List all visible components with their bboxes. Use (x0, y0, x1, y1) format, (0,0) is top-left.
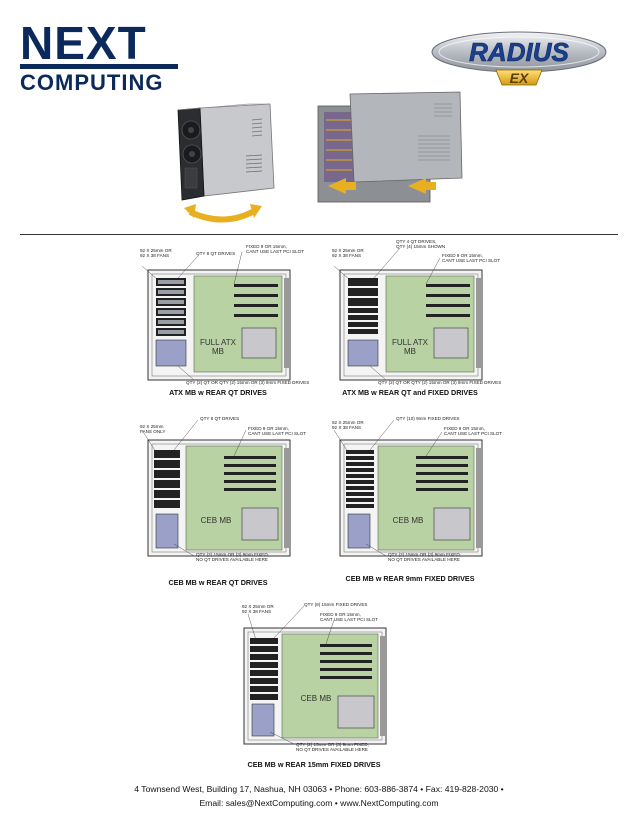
annotation: 92 X 38 FANS (332, 425, 362, 430)
product-photo-closed (170, 100, 280, 235)
annotation: CANT USE LAST PCI SLOT (246, 249, 305, 254)
annotation: 92 X 25mm OR (332, 420, 364, 425)
annotation: QTY 4 QT DRIVES, (396, 239, 437, 244)
diagram-caption: ATX MB w REAR QT DRIVES (169, 388, 267, 397)
mb-label: CEB MB (392, 516, 424, 525)
mb-label-line: FULL ATX (199, 338, 236, 347)
annotation: FIXED 9 OR 15mm, (444, 426, 485, 431)
annotation: QTY (2) 15mm OR (3) 9mm FIXED, (388, 552, 461, 557)
annotation: 92 X 38 FANS (242, 609, 272, 614)
annotation: CANT USE LAST PCI SLOT (320, 617, 379, 622)
mb-label: FULL ATX MB (198, 338, 238, 356)
annotation: FIXED 9 OR 15mm, (246, 244, 287, 249)
annotation: QTY 8 QT DRIVES (200, 416, 240, 421)
section-divider (20, 234, 618, 235)
logo-radius-text: RADIUS (469, 37, 569, 67)
annotation: FIXED 9 OR 15mm, (442, 253, 483, 258)
footer-contact: Email: sales@NextComputing.com • www.Nex… (199, 798, 439, 808)
annotation: QTY (2) 15mm OR (3) 9mm FIXED, (296, 742, 369, 747)
annotation: FIXED 9 OR 15mm, (320, 612, 361, 617)
annotation: QTY (4) 15mm SHOWN (396, 244, 446, 249)
annotation: NO QT DRIVES AVAILABLE HERE (388, 557, 460, 562)
annotation: 92 X 25mm OR (242, 604, 274, 609)
annotation: QTY (2) 15mm OR (3) 9mm FIXED, (196, 552, 269, 557)
annotation: FIXED 9 OR 15mm, (248, 426, 289, 431)
diagram-caption: CEB MB w REAR 15mm FIXED DRIVES (247, 760, 381, 769)
annotation: CANT USE LAST PCI SLOT (444, 431, 503, 436)
annotation: 92 X 25mm (140, 424, 164, 429)
logo-next-text: NEXT (20, 17, 147, 69)
mb-label: FULL ATX MB (390, 338, 430, 356)
diagram-caption: ATX MB w REAR QT and FIXED DRIVES (342, 388, 478, 397)
logo-bar (20, 64, 178, 69)
product-photo-open (316, 90, 466, 211)
radius-ex-logo: RADIUS EX (430, 30, 608, 86)
annotation: FANS ONLY (140, 429, 166, 434)
annotation: QTY (2) QT OR QTY (2) 15mm OR (3) 9mm FI… (378, 380, 502, 385)
logo-computing-text: COMPUTING (20, 70, 164, 95)
annotation: NO QT DRIVES AVAILABLE HERE (296, 747, 368, 752)
diagram-atx-rear-qt-fixed: 92 X 25mm OR 92 X 38 FANS QTY 4 QT DRIVE… (330, 239, 501, 397)
mb-label-line: MB (212, 347, 224, 356)
annotation: 92 X 38 FANS (140, 253, 170, 258)
mb-label: CEB MB (300, 694, 332, 703)
diagram-caption: CEB MB w REAR QT DRIVES (168, 578, 268, 587)
annotation: QTY 8 QT DRIVES (196, 251, 236, 256)
annotation: QTY (2) QT OR QTY (2) 15mm OR (3) 9mm FI… (186, 380, 310, 385)
footer-address: 4 Townsend West, Building 17, Nashua, NH… (134, 784, 504, 794)
annotation: CANT USE LAST PCI SLOT (248, 431, 307, 436)
diagram-ceb-rear-9mm: 92 X 25mm OR 92 X 38 FANS QTY (10) 9mm F… (330, 414, 502, 583)
annotation: QTY (8) 15mm FIXED DRIVES (304, 602, 368, 607)
mb-label-line: FULL ATX (391, 338, 428, 347)
nextcomputing-logo: NEXT COMPUTING (20, 17, 180, 95)
diagram-atx-rear-qt: 92 X 25mm OR 92 X 38 FANS QTY 8 QT DRIVE… (138, 242, 309, 397)
diagram-caption: CEB MB w REAR 9mm FIXED DRIVES (345, 574, 475, 583)
mb-label-line: MB (404, 347, 416, 356)
annotation: 92 X 25mm OR (140, 248, 172, 253)
annotation: NO QT DRIVES AVAILABLE HERE (196, 557, 268, 562)
logo-ex-text: EX (510, 70, 530, 86)
diagram-ceb-rear-15mm: 92 X 25mm OR 92 X 38 FANS QTY (8) 15mm F… (234, 602, 394, 769)
annotation: 92 X 25mm OR (332, 248, 364, 253)
annotation: CANT USE LAST PCI SLOT (442, 258, 501, 263)
diagram-ceb-rear-qt: QTY 8 QT DRIVES 92 X 25mm FANS ONLY FIXE… (138, 414, 306, 587)
annotation: 92 X 38 FANS (332, 253, 362, 258)
mb-label: CEB MB (200, 516, 232, 525)
annotation: QTY (10) 9mm FIXED DRIVES (396, 416, 460, 421)
